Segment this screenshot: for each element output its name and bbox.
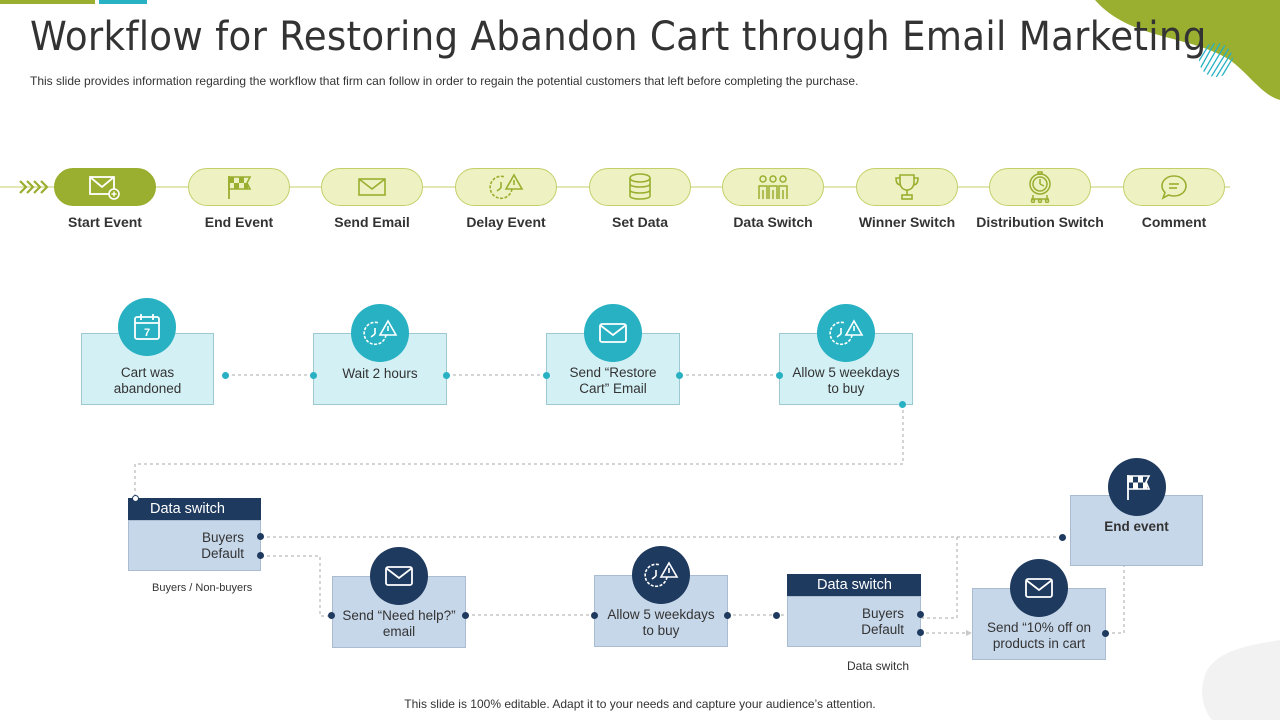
connector-dot (917, 629, 924, 636)
step-label: Send “Restore Cart” Email (569, 365, 657, 396)
legend-item-winner-switch (856, 168, 958, 206)
checkered-flag-icon (1127, 475, 1151, 500)
connector-dot (222, 372, 229, 379)
connector-dot (543, 372, 550, 379)
connector-dot (328, 612, 335, 619)
connector-dot (591, 612, 598, 619)
people-icon (758, 175, 788, 199)
switch-line-default: Default (201, 546, 244, 561)
chevron-arrows-icon (19, 180, 49, 194)
step-label: Allow 5 weekdays to buy (792, 365, 900, 396)
legend-label-send-email: Send Email (334, 214, 410, 230)
calendar-day: 7 (144, 327, 150, 339)
clock-alert-icon (829, 319, 864, 346)
data-switch-2-header: Data switch (787, 574, 921, 596)
connector-dot (310, 372, 317, 379)
calendar-icon: 7 (134, 314, 160, 340)
connector-dot (724, 612, 731, 619)
legend-label-data-switch: Data Switch (733, 214, 813, 230)
step-label: Send “Need help?” email (342, 608, 456, 639)
checkered-flag-icon (228, 176, 252, 199)
green-blob-shape (1095, 0, 1280, 100)
connector-dot (257, 552, 264, 559)
data-switch-2-caption: Data switch (847, 659, 910, 673)
legend-item-comment (1123, 168, 1225, 206)
step-icon-circle: 7 (118, 298, 176, 356)
connector-dot (899, 401, 906, 408)
connector-dot (462, 612, 469, 619)
legend-label-set-data: Set Data (611, 214, 669, 230)
connector-dot (917, 611, 924, 618)
legend-label-comment: Comment (1141, 214, 1207, 230)
legend-label-distribution-switch: Distribution Switch (976, 214, 1104, 230)
page-title: Workflow for Restoring Abandon Cart thro… (30, 14, 1207, 60)
switch-line-buyers: Buyers (861, 606, 904, 621)
envelope-icon (385, 566, 413, 586)
step-icon-circle (351, 304, 409, 362)
envelope-icon (1025, 578, 1053, 598)
connector-dot (257, 533, 264, 540)
legend-item-data-switch (722, 168, 824, 206)
envelope-icon (599, 323, 627, 343)
connector-dot (676, 372, 683, 379)
connector-dot (1059, 534, 1066, 541)
data-switch-1-caption: Buyers / Non-buyers (152, 582, 253, 594)
step-label: End event (1104, 519, 1169, 534)
legend-label-end-event: End Event (204, 214, 274, 230)
connector-dot (773, 612, 780, 619)
data-switch-2-body: Buyers Default (787, 596, 921, 647)
legend-item-send-email (321, 168, 423, 206)
legend-item-distribution-switch (989, 168, 1091, 206)
connector-dot (776, 372, 783, 379)
data-switch-1-header: Data switch (128, 498, 261, 520)
step-icon-circle (817, 304, 875, 362)
step-label: Cart was abandoned (113, 365, 182, 396)
legend-item-delay-event (455, 168, 557, 206)
comment-icon (1161, 175, 1187, 200)
legend-item-end-event (188, 168, 290, 206)
clock-alert-icon (644, 561, 679, 588)
legend-label-winner-switch: Winner Switch (858, 214, 956, 230)
clock-alert-icon (489, 173, 524, 200)
step-label: Wait 2 hours (342, 366, 418, 381)
envelope-icon (358, 178, 386, 196)
step-icon-circle (1108, 458, 1166, 516)
legend-label-start-event: Start Event (68, 214, 142, 230)
connector-dot (443, 372, 450, 379)
step-icon-circle (584, 304, 642, 362)
step-icon-circle (632, 546, 690, 604)
step-icon-circle (1010, 559, 1068, 617)
grey-blob-shape (1202, 640, 1280, 720)
step-label: Allow 5 weekdays to buy (607, 607, 715, 638)
data-switch-1-body: Buyers Default (128, 520, 261, 571)
footer-note: This slide is 100% editable. Adapt it to… (404, 697, 876, 711)
database-icon (629, 173, 651, 200)
clock-alert-icon (363, 319, 398, 346)
legend-item-set-data (589, 168, 691, 206)
connector-dot (1102, 630, 1109, 637)
legend-label-delay-event: Delay Event (466, 214, 546, 230)
legend-item-start-event (54, 168, 156, 206)
step-label: Send “10% off on products in cart (986, 620, 1092, 651)
connector-dot (132, 495, 139, 502)
mail-plus-icon (89, 176, 120, 200)
switch-line-buyers: Buyers (201, 530, 244, 545)
switch-line-default: Default (861, 622, 904, 637)
page-subtitle: This slide provides information regardin… (30, 74, 859, 88)
trophy-icon (895, 174, 919, 200)
step-icon-circle (370, 547, 428, 605)
distribution-clock-icon (1029, 171, 1051, 203)
